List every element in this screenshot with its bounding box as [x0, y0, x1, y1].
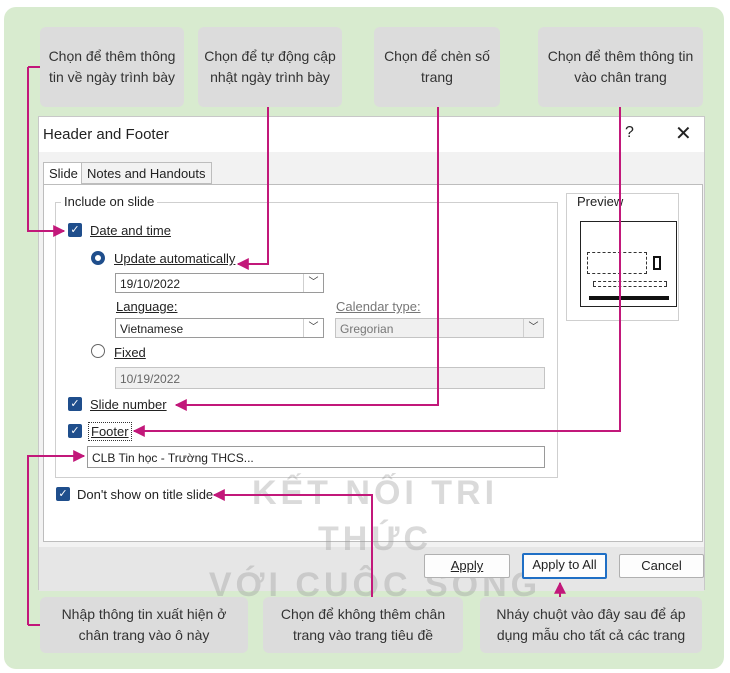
slide-number-label: Slide number — [90, 397, 167, 412]
dont-show-title-checkbox[interactable]: ✓ — [56, 487, 70, 501]
close-icon[interactable]: ✕ — [675, 123, 692, 145]
calendar-type-label: Calendar type: — [336, 299, 421, 314]
callout-slide-number: Chọn để chèn số trang — [374, 27, 500, 107]
fixed-date-input[interactable]: 10/19/2022 — [115, 367, 545, 389]
callout-date-info: Chọn để thêm thông tin về ngày trình bày — [40, 27, 184, 107]
callout-footer-input: Nhập thông tin xuất hiện ở chân trang và… — [40, 597, 248, 653]
chevron-down-icon: ﹀ — [303, 274, 323, 292]
preview-number-placeholder — [653, 256, 661, 270]
footer-checkbox[interactable]: ✓ — [68, 424, 82, 438]
callout-apply-all: Nháy chuột vào đây sau để áp dụng mẫu ch… — [480, 597, 702, 653]
slide-number-checkbox[interactable]: ✓ — [68, 397, 82, 411]
footer-label: Footer — [88, 422, 132, 441]
dialog-title: Header and Footer — [43, 126, 169, 143]
tab-notes-handouts[interactable]: Notes and Handouts — [81, 162, 212, 184]
chevron-down-icon: ﹀ — [523, 319, 543, 337]
title-bar: Header and Footer ? ✕ — [39, 117, 704, 152]
language-label: Language: — [116, 299, 178, 314]
calendar-type-select[interactable]: Gregorian﹀ — [335, 318, 544, 338]
preview-date-placeholder — [587, 252, 647, 274]
fixed-label: Fixed — [114, 345, 146, 360]
date-select[interactable]: 19/10/2022﹀ — [115, 273, 324, 293]
include-legend: Include on slide — [61, 194, 158, 209]
tab-slide[interactable]: Slide — [43, 162, 84, 185]
cancel-button[interactable]: Cancel — [619, 554, 704, 578]
dont-show-title-label: Don't show on title slide — [77, 487, 214, 502]
callout-footer: Chọn để thêm thông tin vào chân trang — [538, 27, 703, 107]
callout-dont-show: Chọn để không thêm chân trang vào trang … — [263, 597, 463, 653]
preview-footer-placeholder — [593, 281, 667, 287]
preview-footer-bar — [589, 296, 669, 300]
fixed-radio[interactable] — [91, 344, 105, 358]
apply-to-all-button[interactable]: Apply to All — [522, 553, 607, 579]
date-time-label: Date and time — [90, 223, 171, 238]
preview-legend: Preview — [574, 194, 627, 209]
help-icon[interactable]: ? — [625, 124, 634, 141]
update-auto-radio[interactable] — [91, 251, 105, 265]
callout-auto-update: Chọn để tự động cập nhật ngày trình bày — [198, 27, 342, 107]
update-auto-label: Update automatically — [114, 251, 236, 266]
date-time-checkbox[interactable]: ✓ — [68, 223, 82, 237]
apply-button[interactable]: Apply — [424, 554, 510, 578]
footer-text-input[interactable]: CLB Tin học - Trường THCS... — [87, 446, 545, 468]
language-select[interactable]: Vietnamese﹀ — [115, 318, 324, 338]
preview-thumbnail — [580, 221, 677, 307]
chevron-down-icon: ﹀ — [303, 319, 323, 337]
